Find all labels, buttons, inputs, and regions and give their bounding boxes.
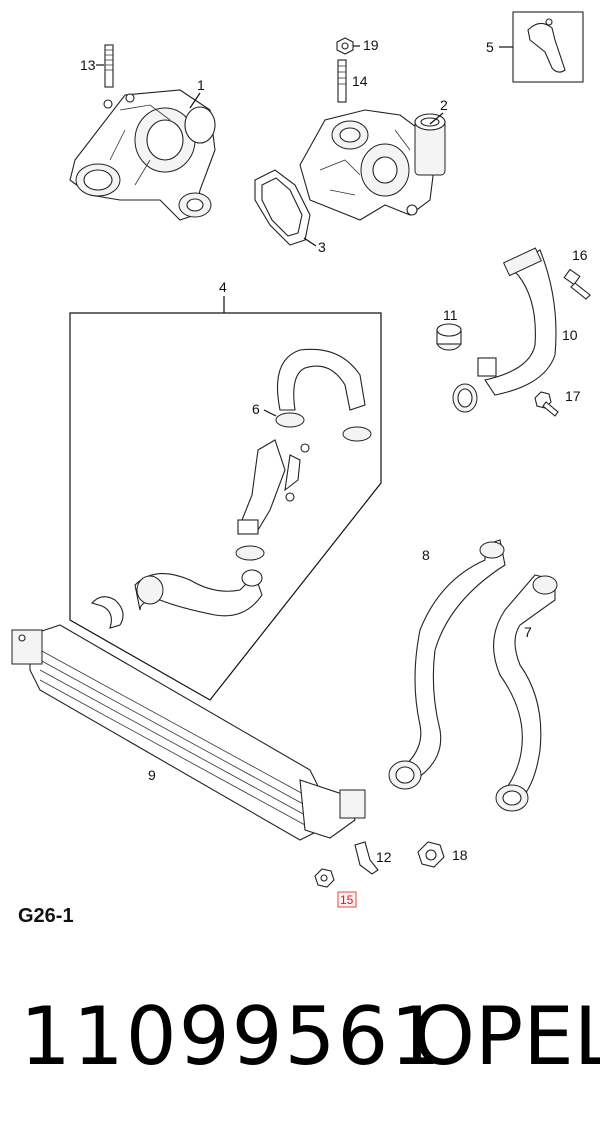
callout-15-highlight-box [337, 891, 357, 908]
callout-15: 15 [340, 893, 354, 907]
callout-13: 13 [80, 57, 96, 73]
callout-6: 6 [252, 401, 260, 417]
part-9-intercooler [11, 624, 366, 841]
callout-9: 9 [148, 767, 156, 783]
part-4-assembly-frame [69, 296, 382, 701]
callout-11: 11 [443, 307, 458, 323]
part-17-bolt [534, 391, 559, 417]
callout-10: 10 [562, 327, 578, 343]
callout-8: 8 [422, 547, 430, 563]
section-code: G26-1 [18, 905, 74, 927]
callout-3: 3 [318, 239, 326, 255]
callout-16: 16 [572, 247, 588, 263]
brand: OPEL [412, 990, 600, 1083]
callout-5: 5 [486, 39, 494, 55]
part-13-stud [104, 44, 114, 88]
part-10-pipe [452, 247, 557, 413]
callout-1: 1 [197, 77, 205, 93]
part-5-box [512, 11, 584, 83]
part-7-hose [493, 574, 558, 812]
part-number: 11099561 [20, 990, 444, 1083]
part-3-gasket [254, 169, 311, 246]
part-11-grommet [436, 323, 462, 351]
callout-2: 2 [440, 97, 448, 113]
callout-18: 18 [452, 847, 468, 863]
part-14-stud [337, 59, 347, 103]
callout-17: 17 [565, 388, 581, 404]
callout-19: 19 [363, 37, 379, 53]
part-19-nut [336, 37, 354, 55]
exploded-parts-diagram: 13 1 19 14 3 [11, 11, 591, 908]
part-16-bolt [563, 268, 591, 300]
callout-12: 12 [376, 849, 392, 865]
part-12-bracket [354, 841, 379, 875]
part-1-housing [69, 89, 216, 221]
part-8-hose [388, 539, 506, 790]
part-2-housing [299, 109, 446, 221]
part-4-hoses [91, 348, 372, 629]
callout-7: 7 [524, 624, 532, 640]
part-15-bolt [314, 868, 335, 888]
callout-4: 4 [219, 279, 227, 295]
part-18-nut [417, 841, 445, 868]
callout-14: 14 [352, 73, 368, 89]
